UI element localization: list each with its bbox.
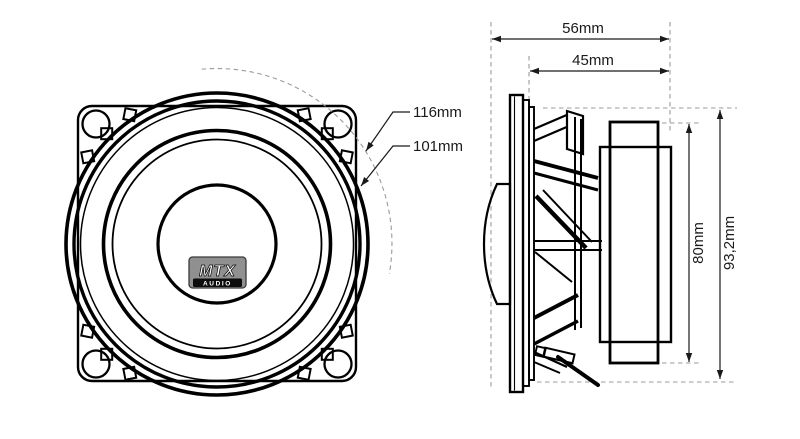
overall-diameter-dashed-arc (201, 68, 393, 274)
magnet-side-plates (598, 145, 673, 344)
magnet-core (608, 120, 660, 365)
basket-strut (533, 350, 568, 369)
basket-strut (542, 189, 593, 243)
callout-overall-diameter: 116mm (365, 104, 462, 152)
surround-outer-ring (72, 99, 362, 389)
cone-inner-ring (111, 138, 323, 350)
mtx-logo-subtext: AUDIO (203, 280, 232, 287)
arrowhead (492, 35, 501, 43)
gasket-ring (79, 106, 355, 382)
corner-tabs (80, 107, 354, 381)
terminal-block (542, 346, 576, 365)
arrowhead (716, 370, 724, 379)
corner-tab (296, 107, 312, 123)
cone-edge-line (534, 251, 573, 283)
arrowhead (530, 67, 539, 75)
callout-leader-line (360, 145, 410, 187)
corner-tab (100, 127, 114, 141)
terminal-and-wire (533, 345, 600, 387)
basket-strut (533, 124, 570, 143)
cone-outer-ring (101, 128, 333, 360)
mounting-holes (81, 109, 353, 379)
corner-tab (320, 127, 334, 141)
arrowhead (685, 353, 693, 362)
mtx-logo-band (193, 278, 242, 287)
overall-height-label: 93,2mm (721, 216, 738, 270)
basket-strut (533, 112, 570, 131)
mounting-depth-label: 45mm (572, 52, 614, 69)
basket-strut (533, 171, 599, 192)
callout-leader-line (365, 111, 410, 152)
mounting-hole-top-right (323, 109, 353, 139)
corner-tab (122, 365, 138, 381)
mounting-flange (508, 93, 535, 394)
total-depth-label: 56mm (562, 20, 604, 37)
arrowhead (660, 35, 669, 43)
corner-tab (338, 149, 354, 165)
cutout-diameter-label: 101mm (413, 138, 463, 155)
dimension-overall-height: 93,2mm (716, 110, 738, 379)
mtx-logo: MTX AUDIO (188, 256, 247, 289)
mounting-hole-top-left (81, 109, 111, 139)
arrowhead (716, 110, 724, 119)
corner-tab (80, 323, 96, 339)
dimension-total-depth: 56mm (492, 20, 669, 43)
mounting-hole-bottom-right (323, 349, 353, 379)
mounting-hole-bottom-left (81, 349, 111, 379)
corner-tab (320, 347, 334, 361)
basket-strut (534, 194, 588, 250)
speaker-rings (64, 91, 370, 397)
basket-struts (533, 109, 602, 374)
side-view: 56mm 45mm 80mm 93,2mm (482, 20, 738, 394)
terminal-wire (556, 355, 600, 387)
arrowhead (685, 124, 693, 133)
basket-strut (533, 159, 599, 180)
basket-strut (533, 361, 561, 374)
corner-tab (296, 365, 312, 381)
corner-tab (80, 149, 96, 165)
rim-outer-ring (64, 91, 370, 397)
dimension-mounting-depth: 45mm (530, 52, 669, 75)
guide-lines (490, 22, 737, 390)
corner-tab (122, 107, 138, 123)
dust-cap-dome-profile (482, 182, 512, 306)
dust-cap-mesh (156, 183, 278, 305)
magnet-height-label: 80mm (690, 222, 707, 264)
flange-front-plate (508, 93, 525, 394)
corner-tab (338, 323, 354, 339)
arrowhead (366, 141, 374, 151)
arrowhead (361, 177, 370, 186)
overall-diameter-label: 116mm (413, 104, 462, 121)
dimension-magnet-height: 80mm (685, 124, 707, 362)
basket-strut (533, 293, 579, 320)
callout-cutout-diameter: 101mm (360, 138, 463, 187)
basket-strut (533, 319, 579, 346)
arrowhead (660, 67, 669, 75)
gasket-bar (528, 106, 535, 381)
mtx-logo-text: MTX (199, 263, 236, 280)
magnet-assembly (598, 120, 673, 365)
corner-tab (100, 347, 114, 361)
front-view: MTX AUDIO 116mm (64, 68, 463, 397)
